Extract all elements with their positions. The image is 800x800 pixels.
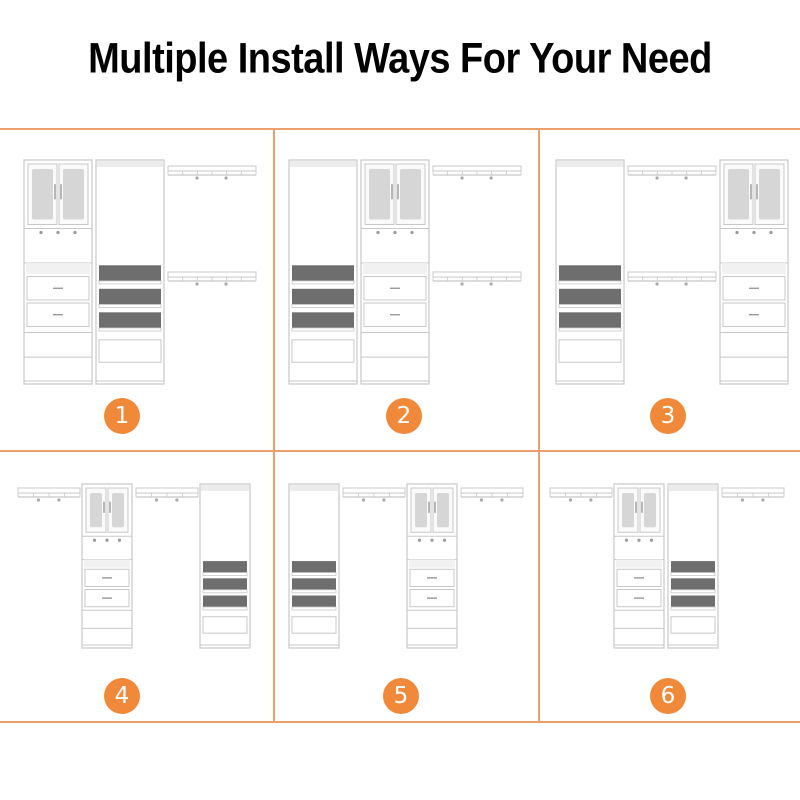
drawer-tower-unit <box>199 483 251 649</box>
wire-shelf-rod <box>135 487 199 502</box>
option-3-badge: 3 <box>650 398 686 434</box>
wire-shelf-rod <box>432 271 522 286</box>
wire-shelf-rod <box>167 271 257 286</box>
option-5-panel: 5 <box>275 452 538 721</box>
option-1-badge: 1 <box>104 398 140 434</box>
drawer-tower-unit <box>95 159 165 385</box>
wire-shelf-rod <box>721 487 785 502</box>
option-2-closet-illustration <box>288 159 522 385</box>
cabinet-unit <box>360 159 430 385</box>
cabinet-unit <box>406 483 458 649</box>
option-3-closet-illustration <box>555 159 789 385</box>
wire-shelf-rod <box>432 165 522 180</box>
option-4-badge: 4 <box>104 678 140 714</box>
grid-divider-1 <box>273 128 275 722</box>
cabinet-unit <box>81 483 133 649</box>
grid-line-bottom <box>0 721 800 723</box>
option-4-panel: 4 <box>0 452 273 721</box>
grid-divider-2 <box>538 128 540 722</box>
option-3-panel: 3 <box>540 130 800 450</box>
option-1-panel: 1 <box>0 130 273 450</box>
option-5-badge: 5 <box>383 678 419 714</box>
option-6-panel: 6 <box>540 452 800 721</box>
wire-shelf-rod <box>17 487 81 502</box>
wire-shelf-rod <box>627 271 717 286</box>
wire-shelf-rod <box>342 487 406 502</box>
wire-shelf-rod <box>627 165 717 180</box>
wire-shelf-rod <box>549 487 613 502</box>
option-2-badge: 2 <box>386 398 422 434</box>
wire-shelf-rod <box>460 487 524 502</box>
option-6-badge: 6 <box>650 678 686 714</box>
cabinet-unit <box>613 483 665 649</box>
drawer-tower-unit <box>288 159 358 385</box>
page-title: Multiple Install Ways For Your Need <box>88 35 712 83</box>
option-4-closet-illustration <box>17 483 251 649</box>
option-2-panel: 2 <box>275 130 538 450</box>
drawer-tower-unit <box>667 483 719 649</box>
grid-line-top <box>0 128 800 130</box>
drawer-tower-unit <box>555 159 625 385</box>
cabinet-unit <box>23 159 93 385</box>
drawer-tower-unit <box>288 483 340 649</box>
grid-line-middle <box>0 450 800 452</box>
option-1-closet-illustration <box>23 159 257 385</box>
option-5-closet-illustration <box>288 483 524 649</box>
option-6-closet-illustration <box>549 483 785 649</box>
cabinet-unit <box>719 159 789 385</box>
wire-shelf-rod <box>167 165 257 180</box>
